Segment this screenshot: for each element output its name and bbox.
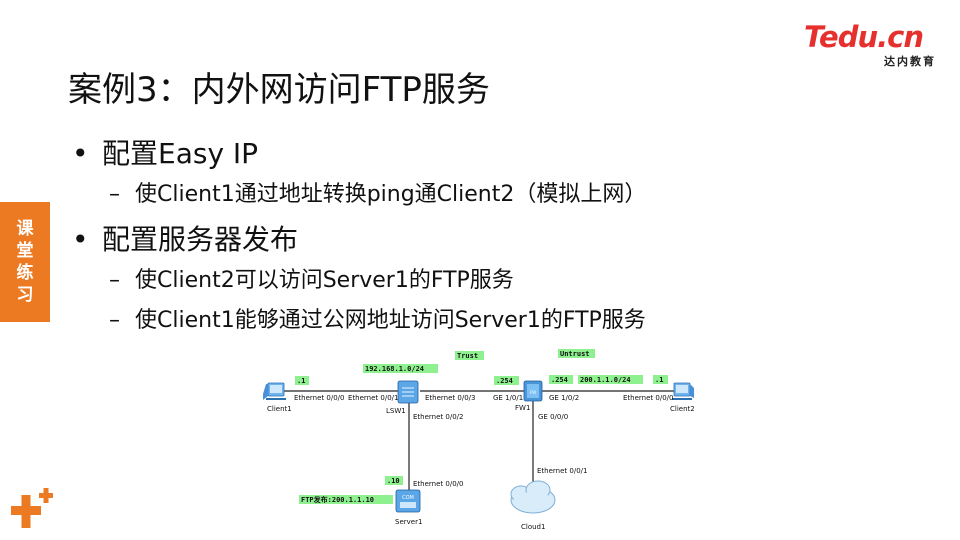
fw1-firewall-icon: FW (523, 380, 543, 402)
client2-ip-tag (653, 375, 668, 384)
server1-icon-text: COM (402, 495, 414, 501)
server1-ip-tag (385, 476, 403, 485)
server1-port-label: Ethernet 0/0/0 (413, 480, 463, 488)
trust-zone-label: Trust (457, 352, 478, 360)
fw1-ge101-label: GE 1/0/1 (493, 394, 523, 402)
lsw1-switch-icon (397, 380, 419, 404)
trust-zone-tag (455, 351, 484, 360)
cloud1-cloud-icon (510, 480, 556, 514)
side-tab-char: 堂 (16, 241, 34, 261)
client2-port-label: Ethernet 0/0/0 (623, 394, 673, 402)
server1-server-icon: COM (395, 489, 421, 513)
bullet-server-publish: • 配置服务器发布 (72, 218, 298, 258)
client2-ip-label: .1 (655, 376, 663, 384)
lsw1-port3-label: Ethernet 0/0/3 (425, 394, 475, 402)
client2-name: Client2 (670, 405, 695, 413)
lsw1-port2-label: Ethernet 0/0/2 (413, 413, 463, 421)
fw-outer-ip-label: .254 (551, 376, 568, 384)
fw1-ge102-label: GE 1/0/2 (549, 394, 579, 402)
bullet-text: 配置服务器发布 (102, 223, 299, 256)
fw-outer-ip-tag (549, 375, 573, 384)
client1-name: Client1 (267, 405, 292, 413)
side-tab-char: 习 (16, 285, 34, 305)
svg-text:FW: FW (530, 390, 536, 395)
client1-pc-icon (263, 382, 286, 400)
client1-ip-tag (295, 376, 309, 385)
cloud1-port-label: Ethernet 0/0/1 (537, 467, 587, 475)
bullet-dash: – (109, 308, 120, 333)
ftp-publish-label: FTP发布:200.1.1.10 (301, 495, 374, 504)
fw-inner-ip-tag (494, 376, 519, 385)
bullet-dot: • (72, 223, 89, 256)
client2-pc-icon (672, 382, 694, 400)
tedu-logo: Tedu.cn 达内教育 (804, 20, 938, 68)
fw1-name: FW1 (515, 404, 530, 412)
fw1-ge000-label: GE 0/0/0 (538, 413, 568, 421)
bullet-text: 配置Easy IP (102, 137, 259, 170)
server1-ip-label: .10 (387, 477, 400, 485)
outer-network-label: 200.1.1.0/24 (580, 376, 631, 384)
classroom-practice-tab: 课 堂 练 习 (0, 202, 50, 322)
outer-network-tag (578, 375, 643, 384)
lsw1-name: LSW1 (386, 407, 406, 415)
sub-bullet-client1-ftp: –使Client1能够通过公网地址访问Server1的FTP服务 (109, 302, 646, 334)
bullet-dash: – (109, 268, 120, 293)
sub-bullet-client2-ftp: –使Client2可以访问Server1的FTP服务 (109, 262, 514, 294)
lsw1-port1-label: Ethernet 0/0/1 (348, 394, 398, 402)
untrust-zone-label: Untrust (560, 350, 590, 358)
cloud1-name: Cloud1 (521, 523, 545, 531)
plus-decoration-icon (11, 488, 53, 528)
side-tab-char: 练 (16, 263, 34, 283)
sub-bullet-text: 使Client2可以访问Server1的FTP服务 (135, 268, 514, 293)
untrust-zone-tag (558, 349, 595, 358)
sub-bullet-nat-ping: –使Client1通过地址转换ping通Client2（模拟上网） (109, 176, 646, 208)
side-tab-char: 课 (16, 219, 34, 239)
slide-title: 案例3：内外网访问FTP服务 (68, 70, 490, 110)
client1-ip-label: .1 (297, 377, 305, 385)
bullet-easy-ip: • 配置Easy IP (72, 132, 258, 172)
inner-network-label: 192.168.1.0/24 (365, 365, 424, 373)
fw-inner-ip-label: .254 (496, 377, 513, 385)
logo-subtitle: 达内教育 (884, 55, 936, 68)
logo-wordmark: Tedu.cn (804, 20, 924, 54)
client1-port-label: Ethernet 0/0/0 (294, 394, 344, 402)
server1-name: Server1 (395, 518, 422, 526)
bullet-dot: • (72, 137, 89, 170)
sub-bullet-text: 使Client1通过地址转换ping通Client2（模拟上网） (135, 182, 647, 207)
ftp-publish-tag (299, 495, 393, 504)
inner-network-tag (363, 364, 438, 373)
sub-bullet-text: 使Client1能够通过公网地址访问Server1的FTP服务 (135, 308, 646, 333)
bullet-dash: – (109, 182, 120, 207)
